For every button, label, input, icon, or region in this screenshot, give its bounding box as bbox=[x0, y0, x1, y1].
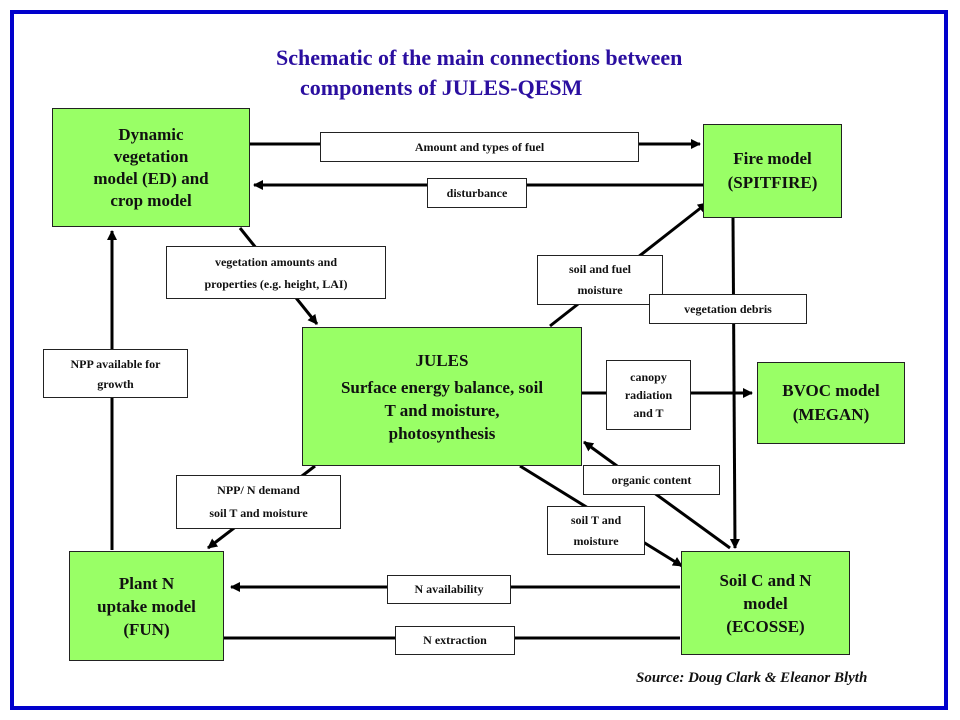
label-soil-fuel-moisture: soil and fuel moisture bbox=[537, 255, 663, 305]
jules-box: JULES Surface energy balance, soil T and… bbox=[302, 327, 582, 466]
title-line-2: components of JULES-QESM bbox=[300, 75, 583, 100]
source-credit: Source: Doug Clark & Eleanor Blyth bbox=[636, 670, 868, 686]
label-npp-growth: NPP available for growth bbox=[43, 349, 188, 398]
label-canopy: canopy radiation and T bbox=[606, 360, 691, 430]
arrow-soil-to-jules bbox=[583, 440, 731, 550]
label-organic-content: organic content bbox=[583, 465, 720, 495]
label-disturbance: disturbance bbox=[427, 178, 527, 208]
soil-cn-model-box: Soil C and N model (ECOSSE) bbox=[681, 551, 850, 655]
label-npp-demand: NPP/ N demand soil T and moisture bbox=[176, 475, 341, 529]
label-n-availability: N availability bbox=[387, 575, 511, 604]
dynamic-vegetation-box: Dynamic vegetation model (ED) and crop m… bbox=[52, 108, 250, 227]
bvoc-model-box: BVOC model (MEGAN) bbox=[757, 362, 905, 444]
fire-model-box: Fire model (SPITFIRE) bbox=[703, 124, 842, 218]
plant-n-uptake-box: Plant N uptake model (FUN) bbox=[69, 551, 224, 661]
label-fuel: Amount and types of fuel bbox=[320, 132, 639, 162]
label-vegetation-debris: vegetation debris bbox=[649, 294, 807, 324]
label-soil-t-moisture: soil T and moisture bbox=[547, 506, 645, 555]
arrow-fire-to-soil bbox=[729, 217, 740, 549]
title-line-1: Schematic of the main connections betwee… bbox=[276, 45, 683, 70]
page-title: Schematic of the main connections betwee… bbox=[258, 43, 798, 103]
label-vegetation-amounts: vegetation amounts and properties (e.g. … bbox=[166, 246, 386, 299]
label-n-extraction: N extraction bbox=[395, 626, 515, 655]
